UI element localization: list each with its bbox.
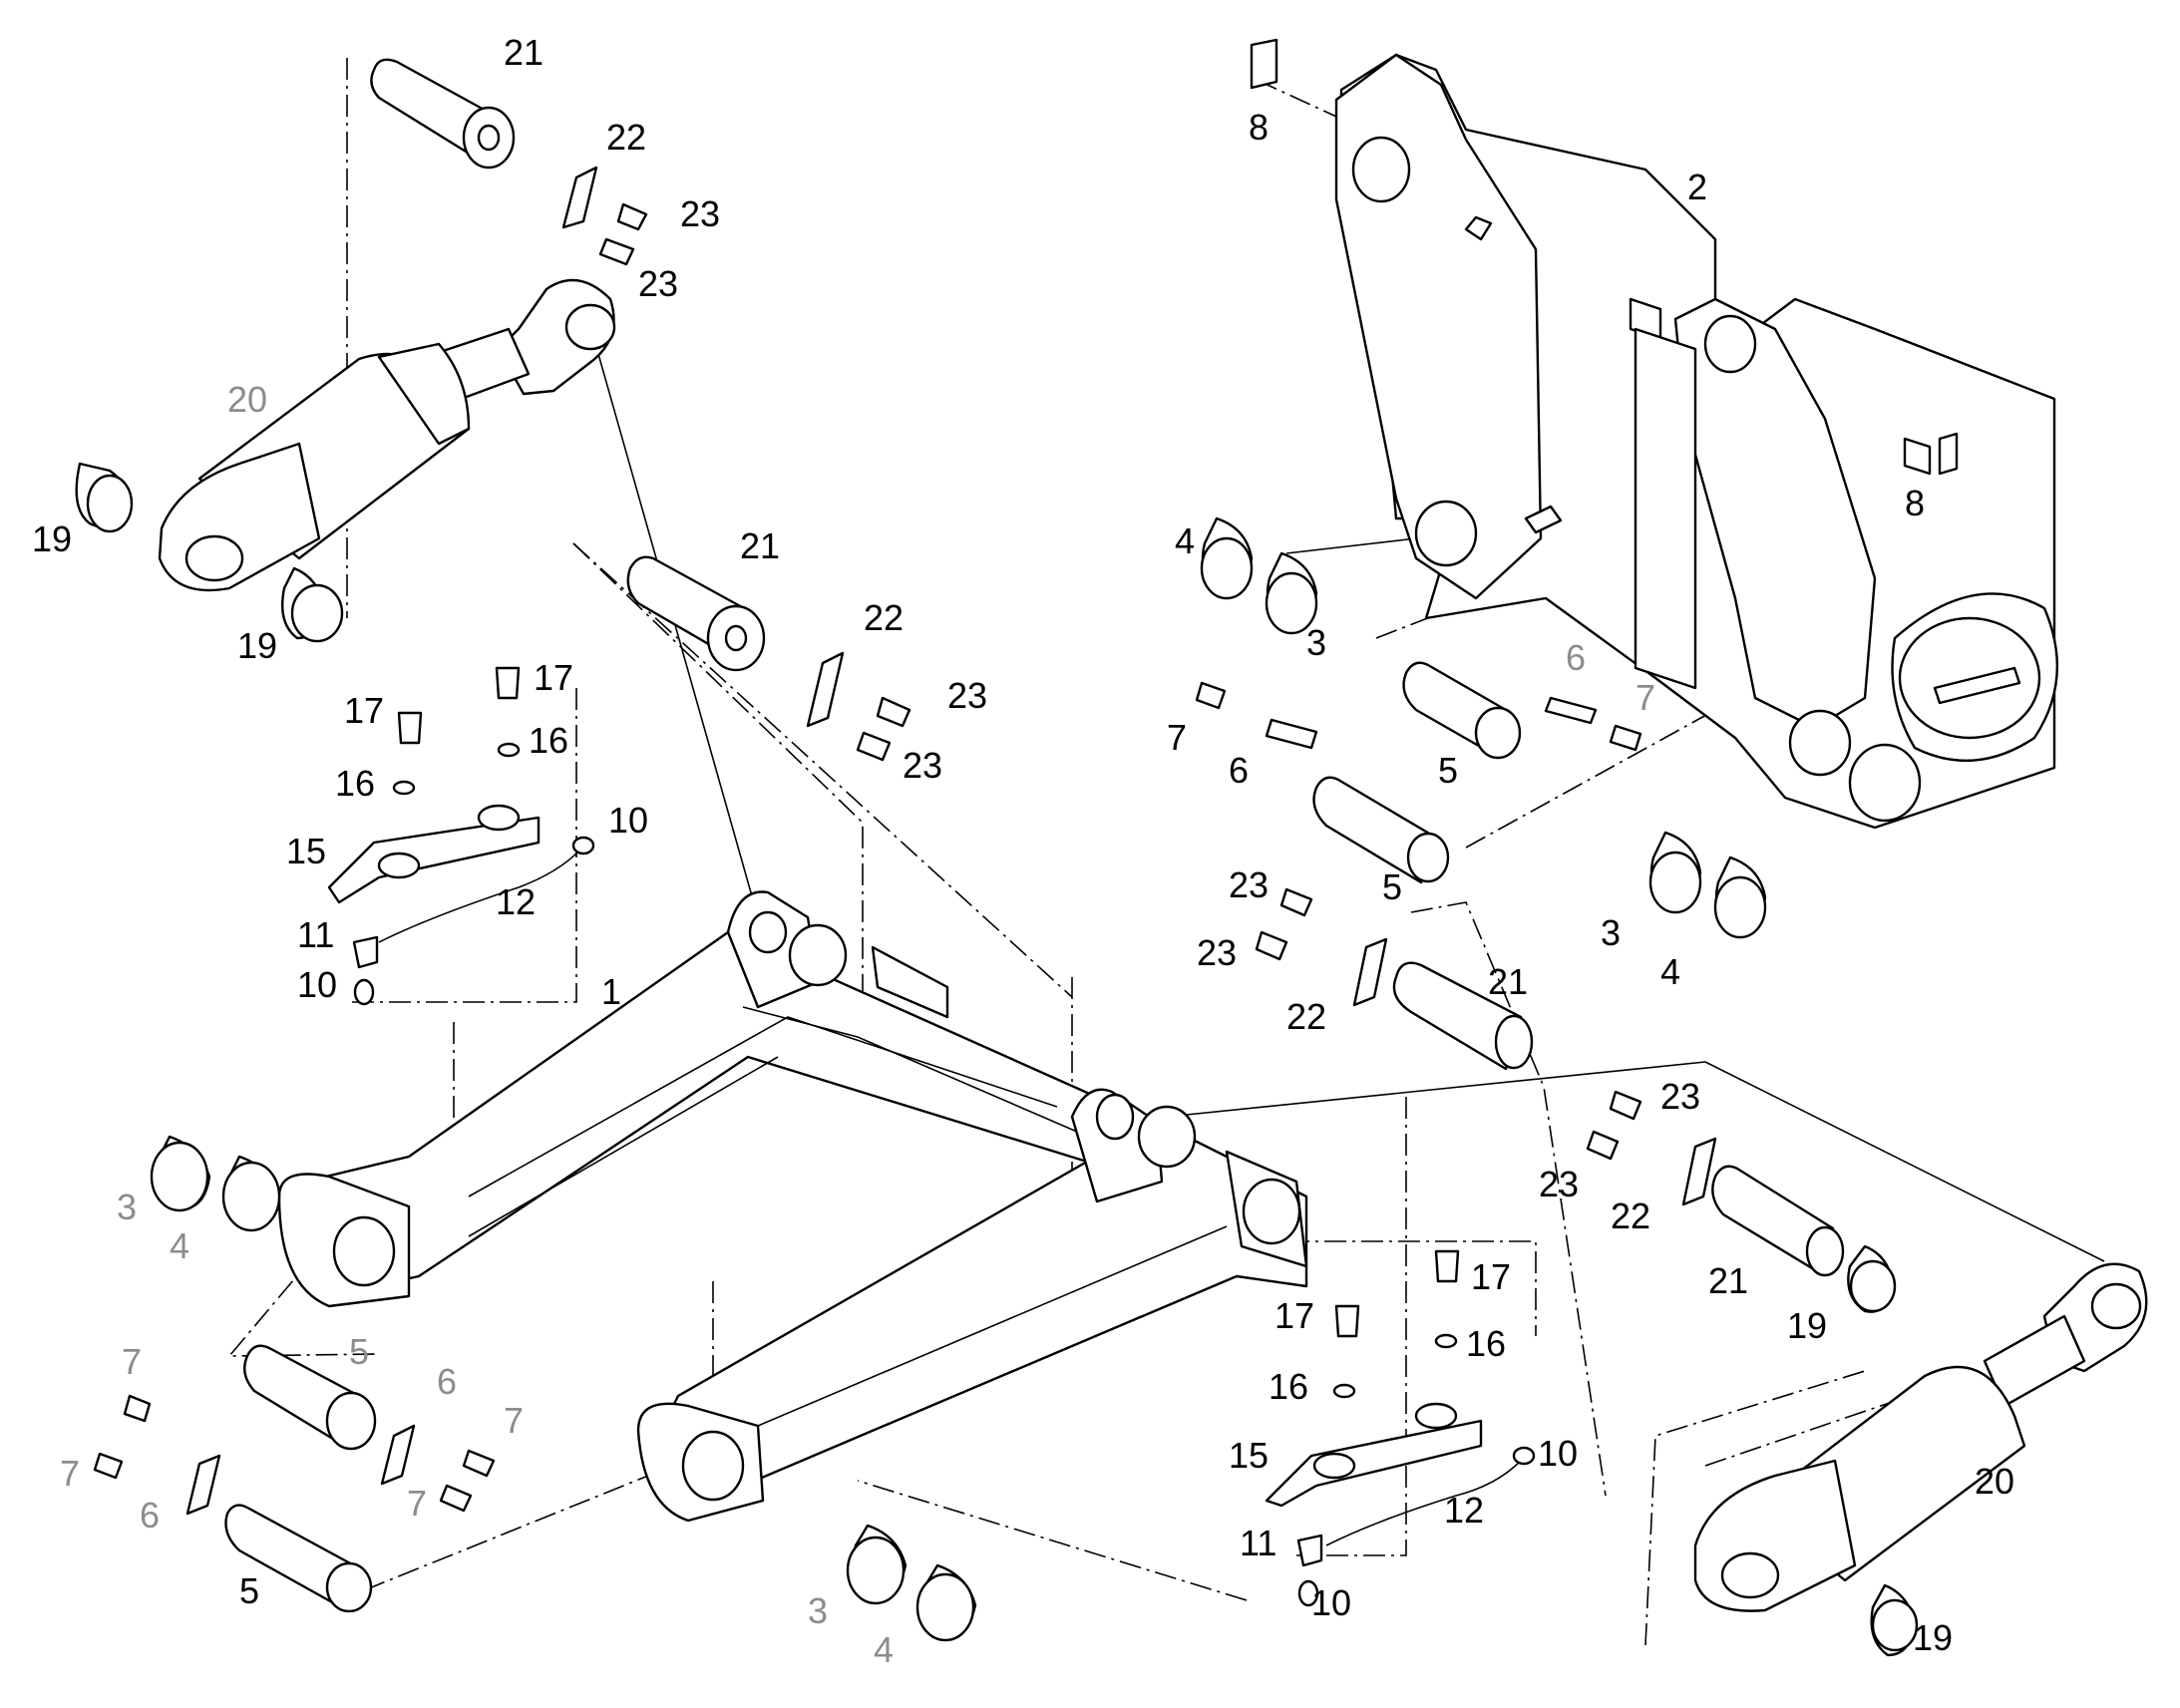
part-label-l20b: 20: [1975, 1461, 2014, 1502]
part-label-l1: 1: [601, 971, 621, 1012]
part-label-l8b: 8: [1905, 483, 1925, 523]
part-label-l22a: 22: [606, 117, 646, 158]
grease-assembly-right: [1265, 1249, 1536, 1607]
part-label-l22b: 22: [864, 597, 904, 638]
washer-19-upper: [75, 462, 344, 643]
part-label-l4a: 4: [170, 1225, 189, 1266]
reference-lines: [597, 353, 2105, 1262]
part-label-l15a: 15: [286, 831, 326, 871]
hydraulic-cylinder-lower: [1693, 1262, 2148, 1657]
part-label-l23g: 23: [1660, 1076, 1700, 1117]
part-number-labels: 2122232320191921222323171716161510121110…: [32, 32, 2014, 1670]
part-label-l23d: 23: [903, 745, 942, 786]
washers-3-4-upper-right: [1200, 516, 1767, 939]
part-label-l2: 2: [1687, 167, 1707, 207]
part-label-l5d: 5: [1382, 866, 1402, 907]
part-label-l23h: 23: [1539, 1164, 1579, 1204]
washers-3-4-lower-left: [150, 1135, 281, 1232]
part-label-l17d: 17: [1274, 1295, 1314, 1336]
part-label-l6c: 6: [1566, 637, 1586, 678]
part-label-l23e: 23: [1229, 864, 1269, 905]
part-label-l6a: 6: [437, 1361, 457, 1402]
part-label-l7b: 7: [504, 1400, 524, 1441]
part-label-l6d: 6: [1229, 750, 1249, 791]
part-label-l21d: 21: [1708, 1260, 1748, 1301]
part-label-l7c: 7: [60, 1453, 80, 1494]
mounting-frame: [1334, 53, 2059, 830]
part-label-l4c: 4: [1175, 520, 1195, 561]
part-label-l20a: 20: [227, 379, 267, 420]
part-label-l7e: 7: [1167, 717, 1187, 758]
part-label-l7d: 7: [407, 1483, 427, 1524]
part-label-l16b: 16: [335, 763, 375, 804]
part-label-l15b: 15: [1229, 1435, 1269, 1476]
grease-assembly-left: [327, 666, 595, 1006]
part-label-l3a: 3: [117, 1187, 137, 1227]
part-label-l23c: 23: [947, 675, 987, 716]
part-label-l4b: 4: [874, 1629, 894, 1670]
pin-21-upper: [370, 58, 648, 266]
part-label-l16a: 16: [529, 720, 568, 761]
part-label-l17a: 17: [534, 657, 573, 698]
part-label-l5c: 5: [1438, 750, 1458, 791]
part-label-l16d: 16: [1269, 1366, 1308, 1407]
part-label-l4d: 4: [1660, 951, 1680, 992]
pin-21-middle: [626, 555, 911, 762]
part-label-l19b: 19: [237, 625, 277, 666]
part-label-l11a: 11: [297, 914, 334, 955]
part-label-l11b: 11: [1240, 1523, 1276, 1563]
part-label-l3d: 3: [1601, 912, 1621, 953]
part-label-l19c: 19: [1787, 1305, 1827, 1346]
part-label-l12b: 12: [1444, 1490, 1484, 1531]
part-label-l17c: 17: [1471, 1256, 1511, 1297]
label-tags-8: [1250, 38, 1959, 476]
part-label-l6b: 6: [140, 1495, 160, 1536]
part-label-l16c: 16: [1466, 1323, 1506, 1364]
part-label-l10b: 10: [297, 964, 337, 1005]
part-label-l8a: 8: [1249, 107, 1269, 148]
part-label-l7a: 7: [122, 1341, 142, 1382]
part-label-l7f: 7: [1635, 677, 1655, 718]
part-label-l22c: 22: [1286, 996, 1326, 1037]
pins-5-upper-right: [1195, 661, 1642, 884]
part-label-l21a: 21: [504, 32, 544, 73]
part-label-l23a: 23: [680, 193, 720, 234]
part-label-l19a: 19: [32, 518, 72, 559]
part-label-l5a: 5: [349, 1331, 369, 1372]
pins-5-lower-left: [93, 1344, 496, 1613]
hydraulic-cylinder-upper: [158, 278, 616, 592]
pin-21-right-middle: [1255, 887, 1534, 1071]
part-label-l10d: 10: [1311, 1582, 1351, 1623]
part-label-l12a: 12: [496, 881, 536, 922]
part-label-l3b: 3: [808, 1590, 828, 1631]
part-label-l10a: 10: [608, 800, 648, 841]
part-label-l23b: 23: [638, 263, 678, 304]
lift-arm-frame: [277, 890, 1308, 1523]
part-label-l22d: 22: [1611, 1196, 1650, 1236]
part-label-l23f: 23: [1197, 932, 1237, 973]
part-label-l19d: 19: [1913, 1617, 1953, 1658]
part-label-l21b: 21: [740, 525, 780, 566]
part-label-l5b: 5: [239, 1570, 259, 1611]
part-label-l10c: 10: [1538, 1433, 1578, 1474]
pin-21-lower-right: [1586, 1090, 1897, 1313]
part-label-l17b: 17: [344, 690, 384, 731]
washers-3-4-lower-middle: [846, 1524, 977, 1642]
part-label-l21c: 21: [1488, 961, 1528, 1002]
part-label-l3c: 3: [1306, 622, 1326, 663]
